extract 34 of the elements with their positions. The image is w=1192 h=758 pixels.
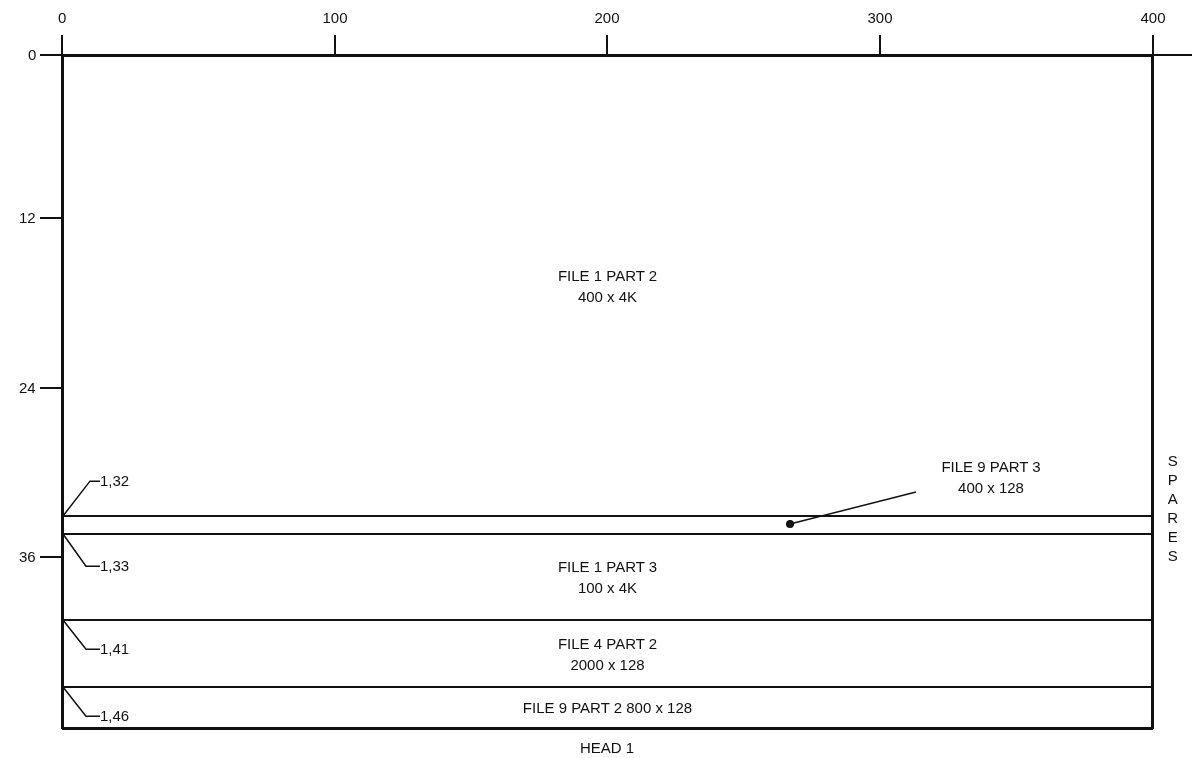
storage-band xyxy=(62,619,1153,686)
address-label: 1,41 xyxy=(100,639,130,660)
leader-line xyxy=(62,480,101,517)
axis-tick-label: 100 xyxy=(322,8,348,28)
leader-line xyxy=(62,686,101,717)
axis-tick-label: 36 xyxy=(19,547,36,567)
axis-tick-label: 0 xyxy=(58,8,67,28)
band-label: FILE 4 PART 2 xyxy=(557,633,658,654)
leader-line xyxy=(62,533,101,567)
address-label: 1,33 xyxy=(100,556,130,577)
band-label: FILE 9 PART 2 800 x 128 xyxy=(522,698,693,718)
leader-line xyxy=(785,491,917,529)
spares-label: SPARES xyxy=(1162,452,1183,566)
callout-label: 400 x 128 xyxy=(957,478,1025,498)
callout-label: FILE 9 PART 3 xyxy=(940,457,1042,477)
leader-line xyxy=(62,619,101,650)
axis-tick-label: 24 xyxy=(19,378,36,398)
storage-band xyxy=(62,686,1153,729)
axis-tick-label: 400 xyxy=(1140,8,1166,28)
band-label: 400 x 4K xyxy=(577,287,638,307)
band-label: FILE 1 PART 2 xyxy=(557,266,658,286)
address-label: 1,46 xyxy=(100,706,130,727)
axis-tick-label: 0 xyxy=(28,45,37,65)
axis-tick-label: 300 xyxy=(867,8,893,28)
band-label: FILE 1 PART 3 xyxy=(557,557,658,577)
track-band xyxy=(62,515,1153,533)
axis-tick-label: 200 xyxy=(594,8,620,28)
head-caption: HEAD 1 xyxy=(580,738,635,758)
storage-band xyxy=(62,533,1153,619)
storage-band xyxy=(62,55,1153,515)
band-label: 2000 x 128 xyxy=(570,654,645,675)
axis-tick-label: 12 xyxy=(19,208,36,228)
address-label: 1,32 xyxy=(100,471,130,492)
band-label: 100 x 4K xyxy=(577,578,638,598)
